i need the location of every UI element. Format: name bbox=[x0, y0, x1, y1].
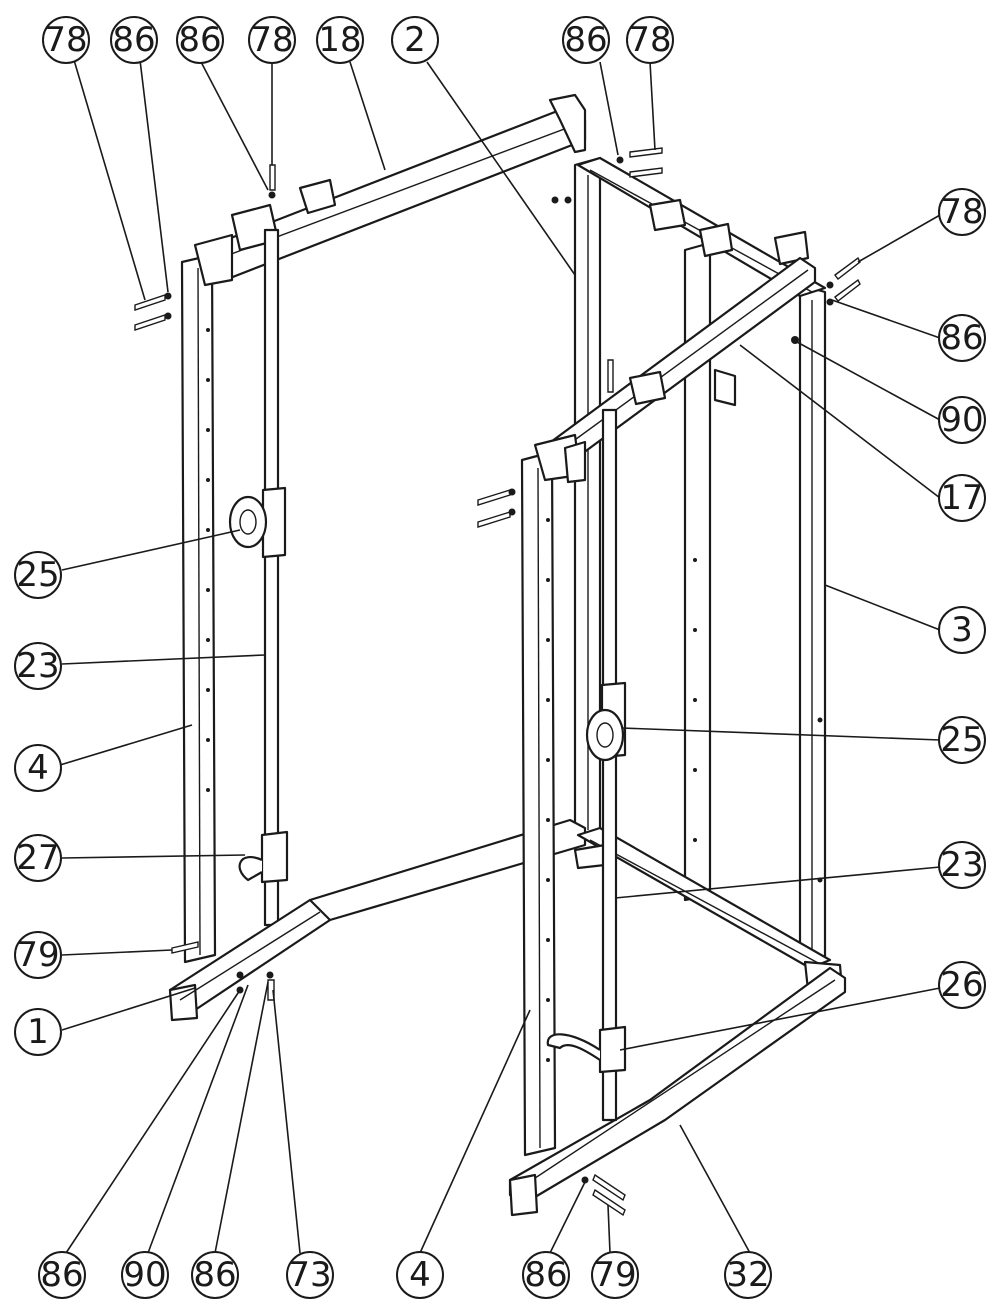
svg-text:79: 79 bbox=[16, 935, 59, 975]
callout-78-c: 78 bbox=[626, 16, 674, 64]
callout-86-e: 86 bbox=[38, 1251, 86, 1299]
callout-86-d: 86 bbox=[938, 314, 986, 362]
bar-hook-left bbox=[238, 830, 289, 884]
callout-23-a: 23 bbox=[14, 642, 62, 690]
svg-text:73: 73 bbox=[288, 1255, 331, 1295]
callout-25-b: 25 bbox=[938, 716, 986, 764]
callout-79-b: 79 bbox=[591, 1251, 639, 1299]
top-crossbar-rear bbox=[198, 93, 587, 282]
svg-text:86: 86 bbox=[524, 1255, 567, 1295]
callout-79-a: 79 bbox=[14, 931, 62, 979]
svg-text:86: 86 bbox=[112, 20, 155, 60]
callout-32: 32 bbox=[724, 1251, 772, 1299]
callout-90-a: 90 bbox=[938, 396, 986, 444]
upright-holes bbox=[206, 328, 823, 1062]
callout-2: 2 bbox=[391, 16, 439, 64]
callout-86-g: 86 bbox=[522, 1251, 570, 1299]
callout-23-b: 23 bbox=[938, 841, 986, 889]
svg-text:86: 86 bbox=[940, 318, 983, 358]
callout-90-b: 90 bbox=[121, 1251, 169, 1299]
svg-text:86: 86 bbox=[178, 20, 221, 60]
svg-text:17: 17 bbox=[940, 478, 983, 518]
svg-text:23: 23 bbox=[940, 845, 983, 885]
svg-text:26: 26 bbox=[940, 965, 983, 1005]
top-side-frame-right bbox=[576, 156, 827, 298]
svg-text:18: 18 bbox=[318, 20, 361, 60]
svg-text:90: 90 bbox=[123, 1255, 166, 1295]
svg-text:23: 23 bbox=[16, 646, 59, 686]
svg-text:78: 78 bbox=[250, 20, 293, 60]
upright-right-front bbox=[520, 433, 587, 1157]
base-rear-left bbox=[168, 818, 587, 1022]
guide-rod-right bbox=[601, 408, 618, 1122]
svg-text:86: 86 bbox=[193, 1255, 236, 1295]
callout-86-a: 86 bbox=[110, 16, 158, 64]
upright-right-rear bbox=[683, 241, 827, 967]
svg-text:78: 78 bbox=[628, 20, 671, 60]
callout-3: 3 bbox=[938, 606, 986, 654]
pulley-carriage-left bbox=[228, 486, 287, 559]
svg-text:32: 32 bbox=[726, 1255, 769, 1295]
svg-text:90: 90 bbox=[940, 400, 983, 440]
svg-text:86: 86 bbox=[564, 20, 607, 60]
callout-26: 26 bbox=[938, 961, 986, 1009]
callout-25-a: 25 bbox=[14, 551, 62, 599]
svg-text:1: 1 bbox=[27, 1012, 49, 1052]
svg-text:2: 2 bbox=[404, 20, 426, 60]
base-front bbox=[508, 966, 847, 1217]
callout-86-b: 86 bbox=[176, 16, 224, 64]
guide-rod-left bbox=[263, 228, 280, 927]
callout-78-a: 78 bbox=[42, 16, 90, 64]
hardware-bolts bbox=[134, 147, 861, 1217]
callout-78-b: 78 bbox=[248, 16, 296, 64]
callout-4-b: 4 bbox=[396, 1251, 444, 1299]
leader-lines bbox=[59, 59, 941, 1254]
callout-18: 18 bbox=[316, 16, 364, 64]
bar-hook-right bbox=[546, 1025, 627, 1074]
callout-1: 1 bbox=[14, 1008, 62, 1056]
svg-text:78: 78 bbox=[44, 20, 87, 60]
svg-text:25: 25 bbox=[16, 555, 59, 595]
svg-text:4: 4 bbox=[27, 748, 49, 788]
svg-text:25: 25 bbox=[940, 720, 983, 760]
svg-text:78: 78 bbox=[940, 192, 983, 232]
callout-78-d: 78 bbox=[938, 188, 986, 236]
svg-text:86: 86 bbox=[40, 1255, 83, 1295]
callout-17: 17 bbox=[938, 474, 986, 522]
callout-27: 27 bbox=[14, 834, 62, 882]
svg-text:79: 79 bbox=[593, 1255, 636, 1295]
callout-73: 73 bbox=[286, 1251, 334, 1299]
callout-86-c: 86 bbox=[562, 16, 610, 64]
pulley-carriage-right bbox=[585, 681, 627, 762]
callout-86-f: 86 bbox=[191, 1251, 239, 1299]
svg-text:4: 4 bbox=[409, 1255, 431, 1295]
callout-4-a: 4 bbox=[14, 744, 62, 792]
svg-text:27: 27 bbox=[16, 838, 59, 878]
svg-text:3: 3 bbox=[951, 610, 973, 650]
